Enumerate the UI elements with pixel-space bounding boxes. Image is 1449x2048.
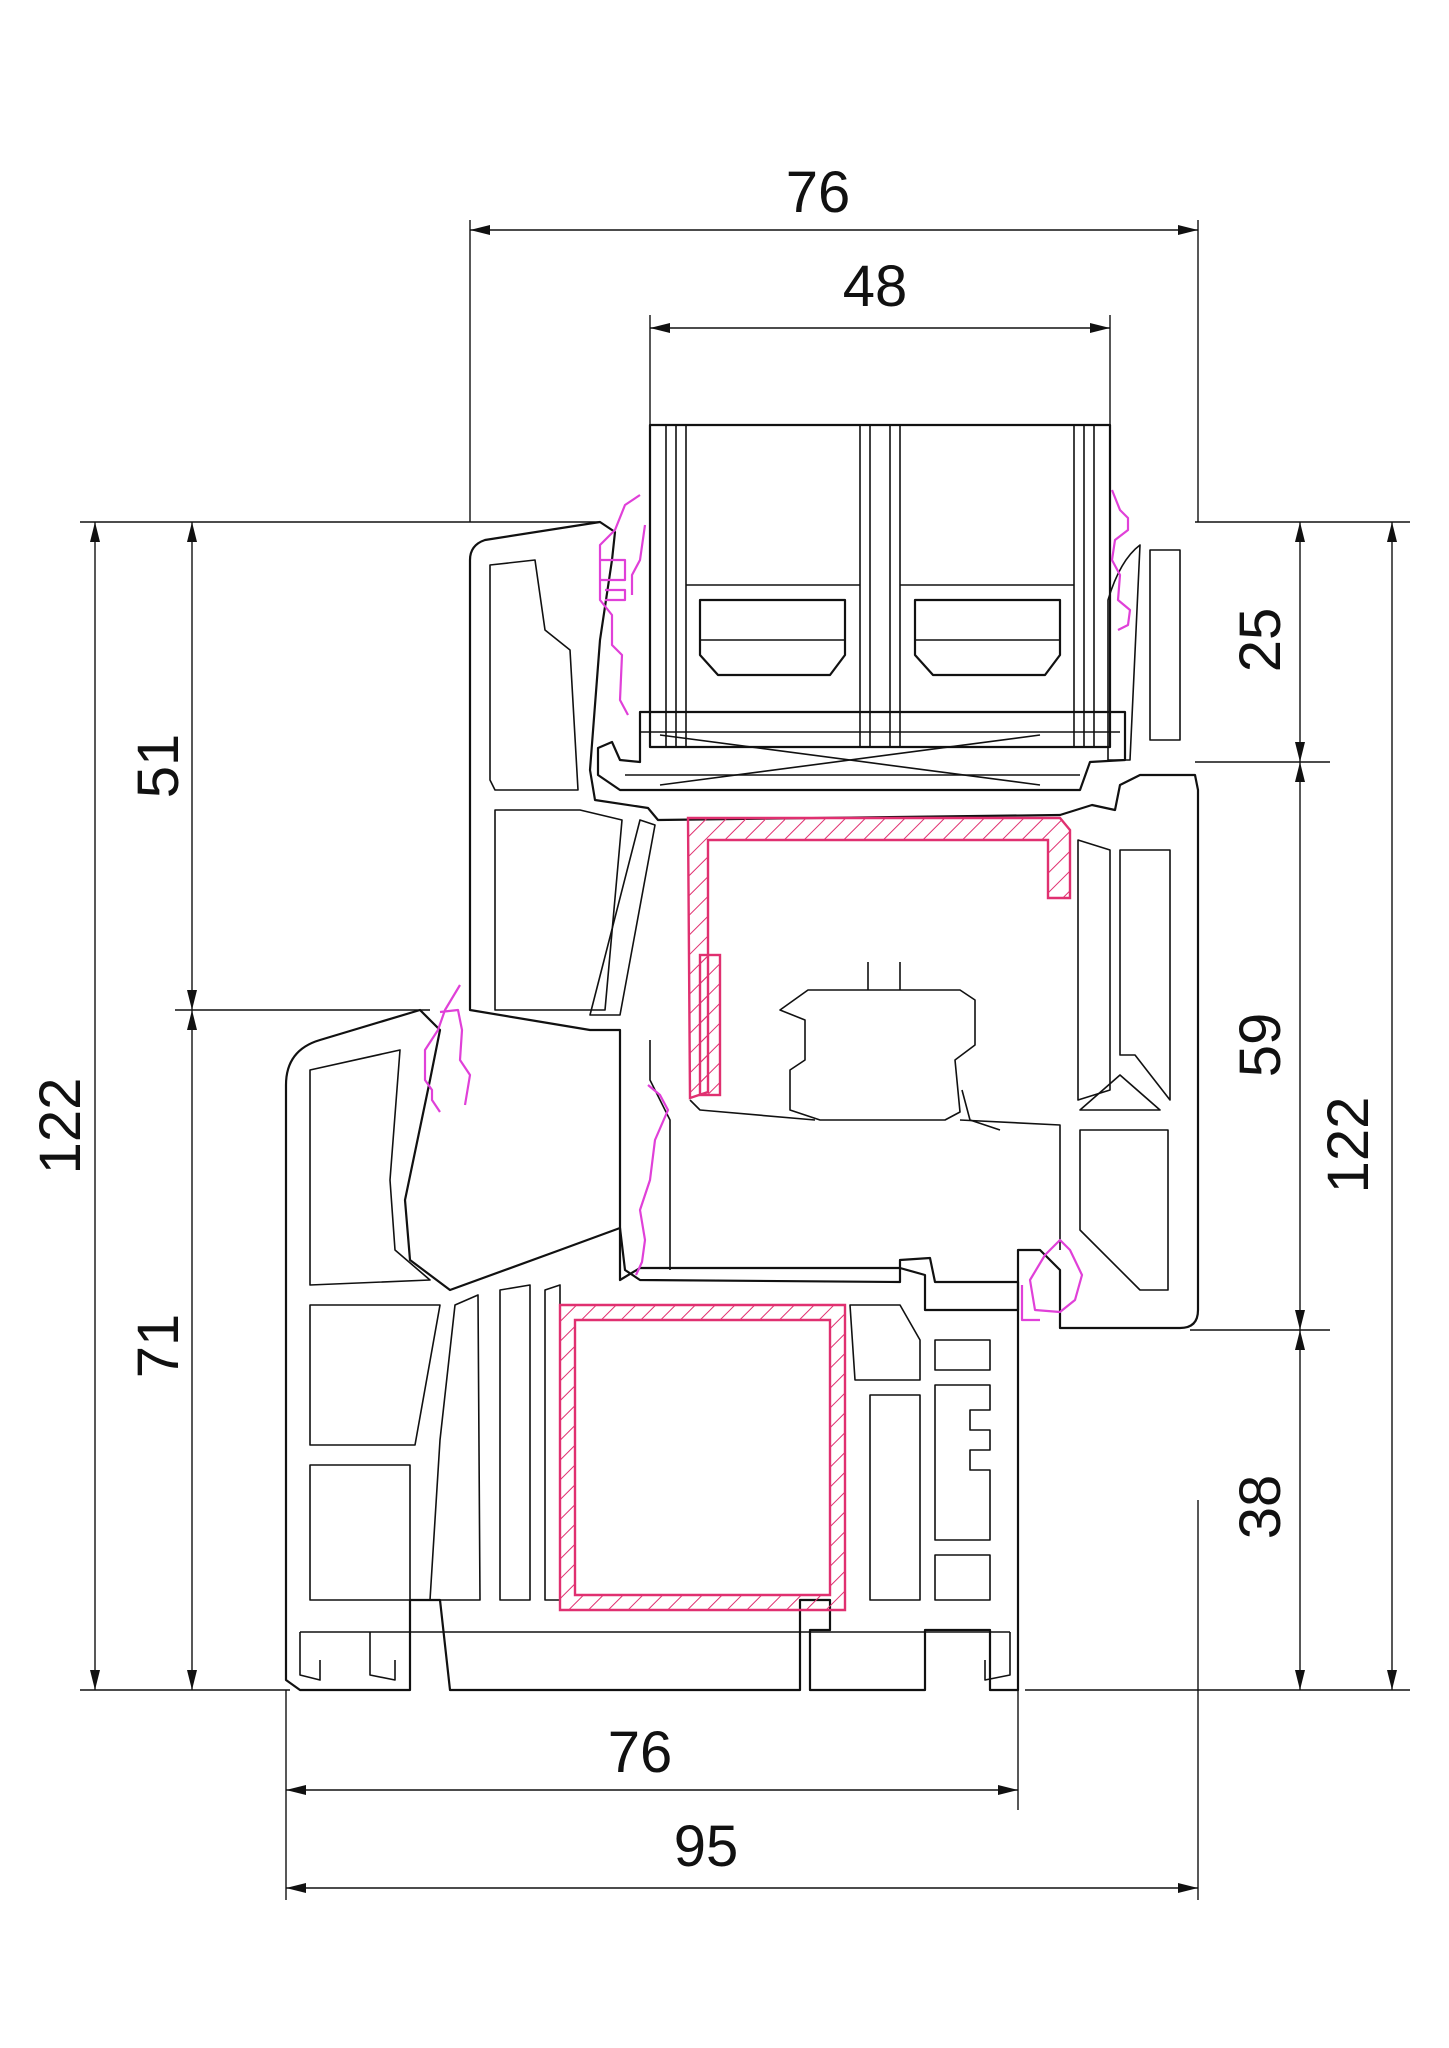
gasket-inner-top — [1110, 489, 1132, 631]
gasket-outer-mid — [423, 984, 472, 1113]
sash-web — [867, 962, 901, 990]
sash-chamber — [1079, 1129, 1169, 1291]
dim-bottom-frame-label: 76 — [608, 1720, 673, 1785]
dim-top-overall-label: 76 — [786, 160, 851, 225]
frame-chamber — [934, 1554, 991, 1601]
glazing-bead — [596, 710, 1127, 792]
dim-left-lower-label: 71 — [126, 1314, 191, 1379]
frame-foot — [984, 1632, 1011, 1681]
sash-chamber — [494, 809, 623, 1011]
frame-profile — [284, 1008, 1020, 1692]
sash-outline — [468, 520, 1200, 1330]
frame-chamber — [309, 1049, 431, 1286]
frame-reinforcement — [558, 1303, 847, 1612]
frame-chamber — [934, 1384, 991, 1541]
dimension-lines — [80, 220, 1410, 1900]
sash-chamber — [1077, 839, 1111, 1101]
frame-chamber — [869, 1394, 921, 1601]
frame-outline — [284, 1008, 1020, 1692]
sash-web — [649, 1040, 671, 1270]
gasket-center — [635, 1084, 670, 1276]
frame-chamber — [499, 1284, 531, 1601]
gasket-outer-top — [598, 494, 647, 716]
sash-chamber — [589, 819, 656, 1016]
frame-chamber — [849, 1304, 921, 1381]
sash-chamber — [1107, 544, 1141, 761]
dim-glazing-label: 48 — [843, 254, 908, 319]
dimension-labels: 76 48 122 51 71 25 59 38 122 76 95 — [28, 160, 1381, 1879]
dim-right-top-label: 25 — [1228, 608, 1293, 673]
sash-reinforcement-strip — [698, 953, 722, 1097]
sash-chamber — [489, 559, 579, 791]
spacer-right — [913, 598, 1062, 677]
dim-left-total-label: 122 — [28, 1078, 93, 1175]
sash-profile — [468, 520, 1200, 1330]
dim-bottom-overall-label: 95 — [674, 1814, 739, 1879]
sash-web — [961, 1089, 1001, 1131]
frame-chamber — [544, 1284, 561, 1601]
gasket-inner-bottom — [1028, 1238, 1084, 1314]
frame-chamber — [309, 1464, 411, 1601]
frame-chamber — [309, 1304, 441, 1446]
frame-chamber — [934, 1339, 991, 1371]
frame-chamber — [429, 1294, 481, 1601]
glass-unit — [596, 423, 1127, 792]
dim-left-upper-label: 51 — [126, 734, 191, 799]
sash-chamber — [1119, 849, 1171, 1101]
sash-web — [689, 1099, 816, 1121]
sash-reinforcement — [686, 816, 1072, 1100]
gasket-inner-bottom-lip — [1020, 1285, 1040, 1322]
frame-foot — [369, 1632, 396, 1681]
gasket-outer-top-bulb — [600, 558, 627, 602]
dim-right-middle-label: 59 — [1228, 1013, 1293, 1078]
sash-web — [959, 1119, 1061, 1250]
dim-right-total-label: 122 — [1316, 1097, 1381, 1194]
frame-foot — [299, 1632, 321, 1681]
sash-chamber — [1149, 549, 1181, 741]
sash-web — [779, 989, 976, 1121]
gaskets — [423, 489, 1132, 1322]
sash-chamber — [1079, 1074, 1161, 1111]
dim-right-bottom-label: 38 — [1228, 1475, 1293, 1540]
glass-pane — [648, 423, 1112, 749]
spacer-left — [698, 598, 847, 677]
